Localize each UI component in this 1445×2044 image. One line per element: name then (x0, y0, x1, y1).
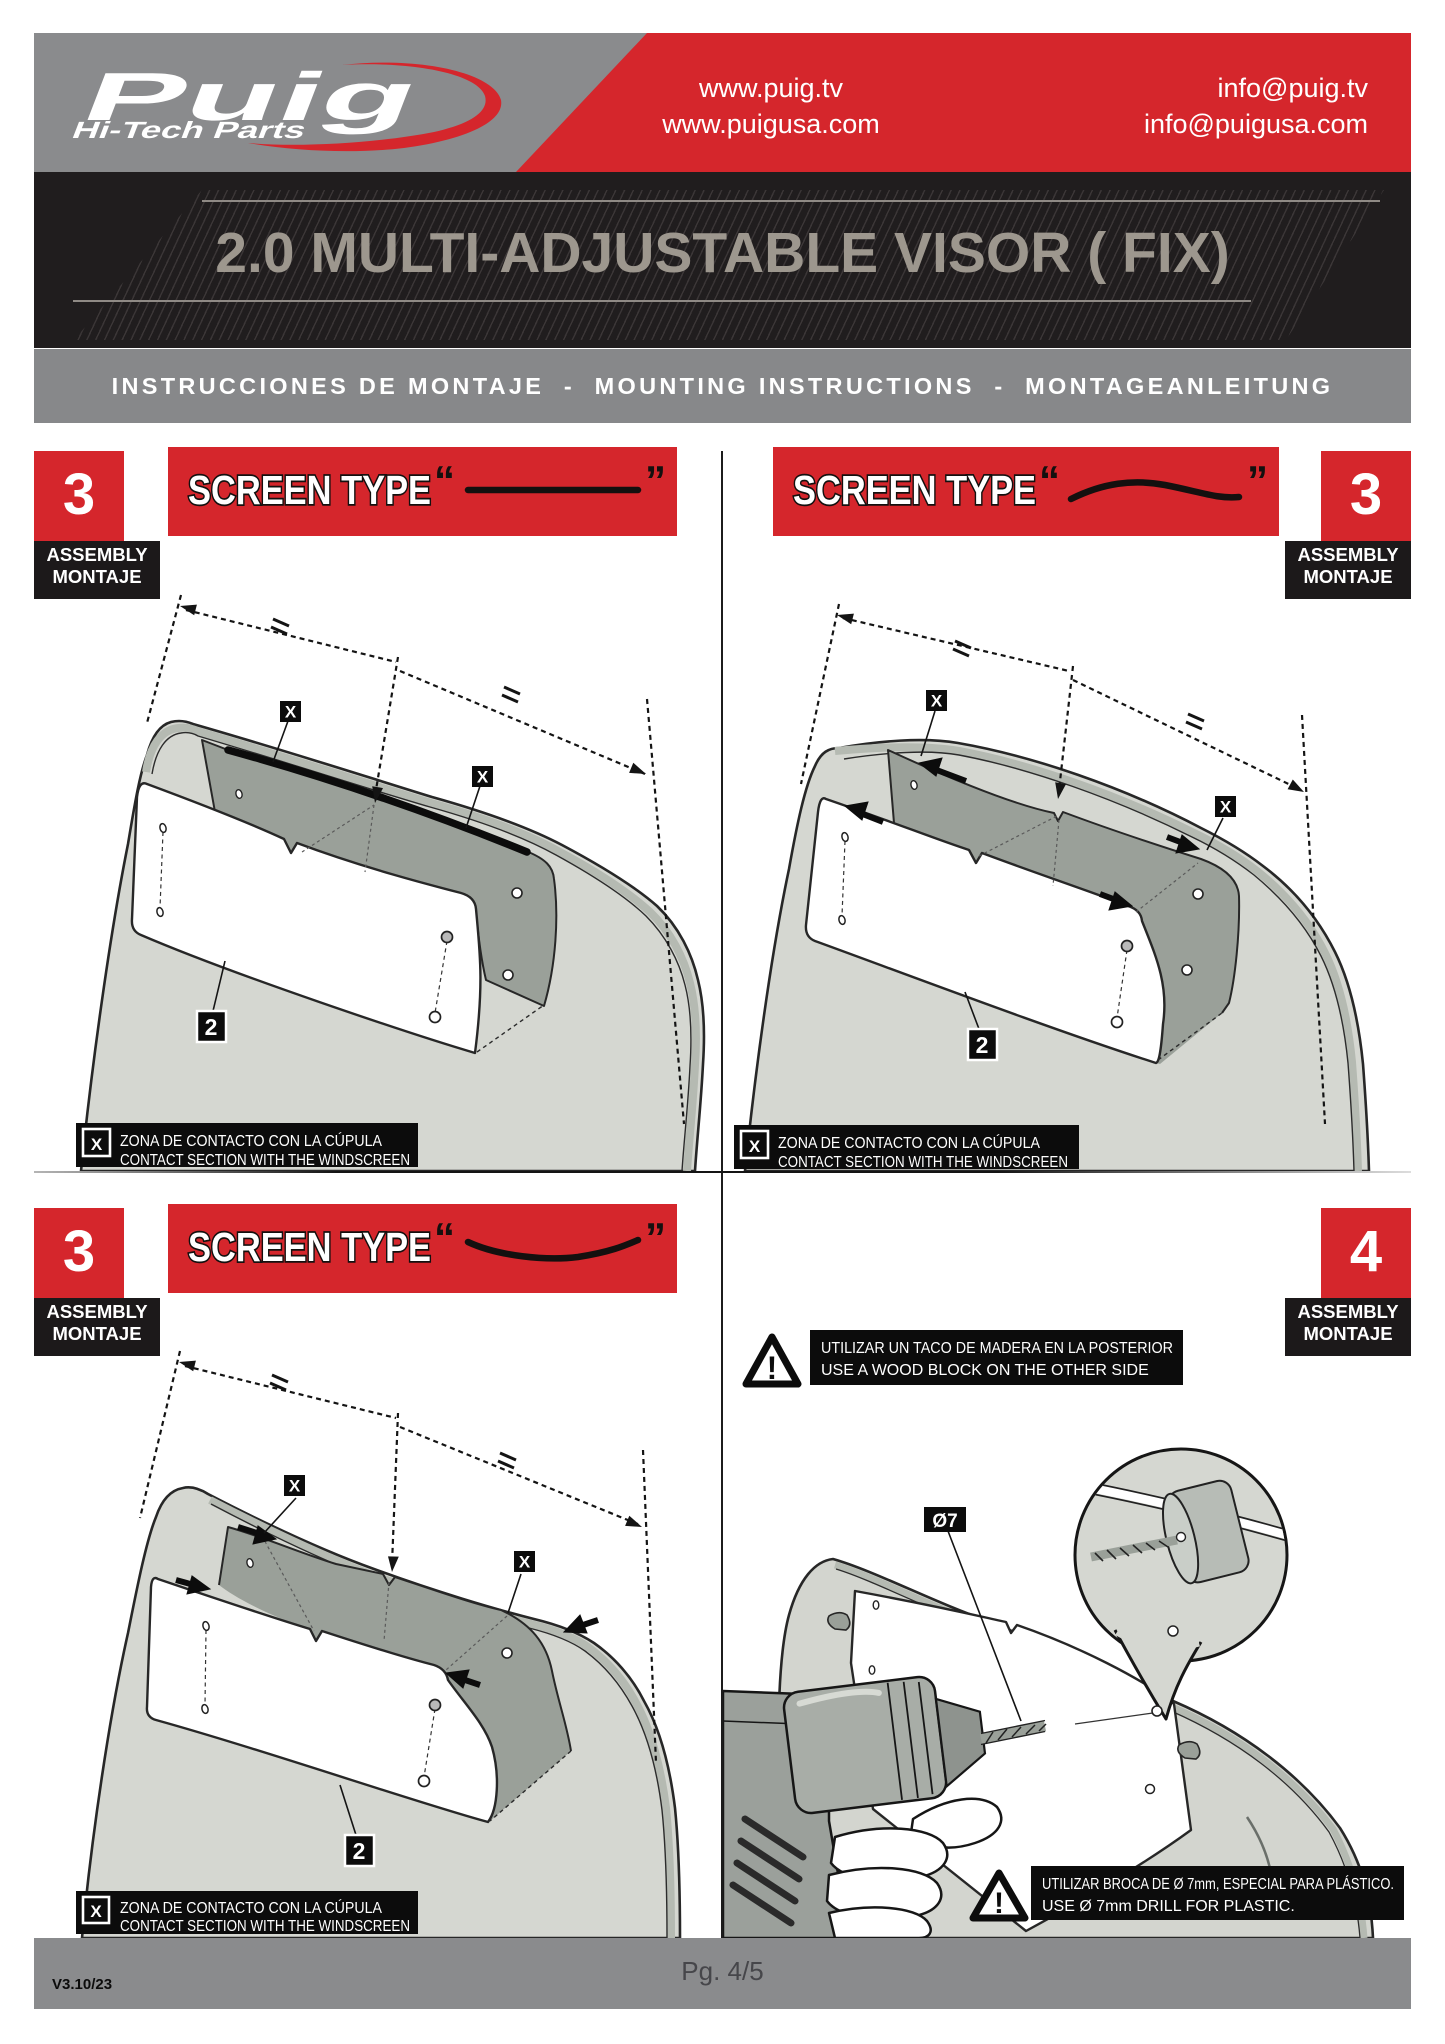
svg-text:CONTACT SECTION WITH THE WINDS: CONTACT SECTION WITH THE WINDSCREEN (778, 1154, 1068, 1171)
svg-text:Hi-Tech Parts: Hi-Tech Parts (68, 118, 310, 144)
svg-text:!: ! (994, 1887, 1004, 1920)
svg-text:X: X (91, 1135, 103, 1154)
svg-text:SCREEN TYPE: SCREEN TYPE (188, 467, 431, 513)
svg-text:2: 2 (205, 1014, 218, 1040)
svg-text:Puig: Puig (72, 58, 431, 134)
svg-text:X: X (285, 703, 297, 722)
svg-text:“: “ (1039, 457, 1060, 504)
svg-text:Ø7: Ø7 (932, 1511, 957, 1532)
svg-text:UTILIZAR BROCA DE Ø 7mm, ESPEC: UTILIZAR BROCA DE Ø 7mm, ESPECIAL PARA P… (1042, 1874, 1394, 1893)
svg-text:”: ” (1247, 457, 1268, 504)
svg-text:USE A WOOD BLOCK ON THE OTHER: USE A WOOD BLOCK ON THE OTHER SIDE (821, 1362, 1149, 1379)
svg-text:“: “ (434, 1214, 455, 1261)
svg-text:UTILIZAR UN TACO DE MADERA EN: UTILIZAR UN TACO DE MADERA EN LA POSTERI… (821, 1340, 1173, 1357)
svg-text:2: 2 (353, 1838, 366, 1864)
svg-text:X: X (1220, 798, 1232, 817)
svg-text:ZONA DE CONTACTO CON LA CÚPULA: ZONA DE CONTACTO CON LA CÚPULA (120, 1133, 383, 1150)
svg-text:CONTACT SECTION WITH THE WINDS: CONTACT SECTION WITH THE WINDSCREEN (120, 1918, 410, 1935)
svg-text:X: X (289, 1477, 301, 1496)
svg-text:2: 2 (976, 1032, 989, 1058)
svg-text:”: ” (645, 457, 666, 504)
svg-text:“: “ (434, 457, 455, 504)
svg-text:SCREEN TYPE: SCREEN TYPE (188, 1224, 431, 1270)
svg-text:ZONA DE CONTACTO CON LA CÚPULA: ZONA DE CONTACTO CON LA CÚPULA (778, 1135, 1041, 1152)
svg-text:X: X (477, 768, 489, 787)
svg-text:USE Ø 7mm DRILL FOR PLASTIC.: USE Ø 7mm DRILL FOR PLASTIC. (1042, 1898, 1295, 1915)
svg-text:SCREEN TYPE: SCREEN TYPE (793, 467, 1036, 513)
svg-text:X: X (90, 1902, 102, 1921)
svg-text:X: X (519, 1553, 531, 1572)
svg-text:”: ” (645, 1214, 666, 1261)
svg-text:!: ! (767, 1350, 778, 1386)
svg-text:X: X (749, 1137, 761, 1156)
svg-text:X: X (931, 692, 943, 711)
svg-text:ZONA DE CONTACTO CON LA CÚPULA: ZONA DE CONTACTO CON LA CÚPULA (120, 1900, 383, 1917)
svg-text:CONTACT SECTION WITH THE WINDS: CONTACT SECTION WITH THE WINDSCREEN (120, 1152, 410, 1169)
